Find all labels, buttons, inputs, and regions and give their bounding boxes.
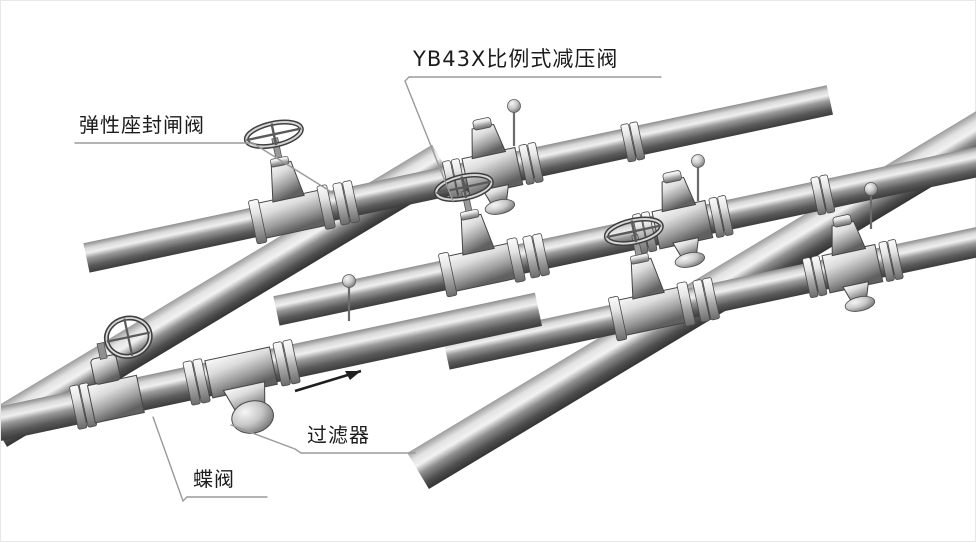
label-pressure-reducing-valve: YB43X比例式减压阀	[413, 47, 619, 71]
vent-stem-2	[690, 153, 706, 203]
butterfly-valve-body	[86, 315, 153, 424]
label-butterfly-valve: 蝶阀	[193, 467, 235, 491]
strainer-body	[204, 346, 278, 434]
label-gate-valve: 弹性座封闸阀	[79, 113, 205, 137]
label-strainer: 过滤器	[307, 423, 370, 447]
leader-strainer	[230, 424, 302, 454]
leader-pressure-reducing-valve	[404, 76, 454, 202]
bottom-supply-line	[1, 292, 542, 443]
leader-gate-valve	[252, 142, 334, 194]
leader-butterfly-valve	[152, 416, 188, 503]
vent-stem-1	[506, 98, 522, 148]
flow-direction-arrow	[294, 369, 362, 393]
